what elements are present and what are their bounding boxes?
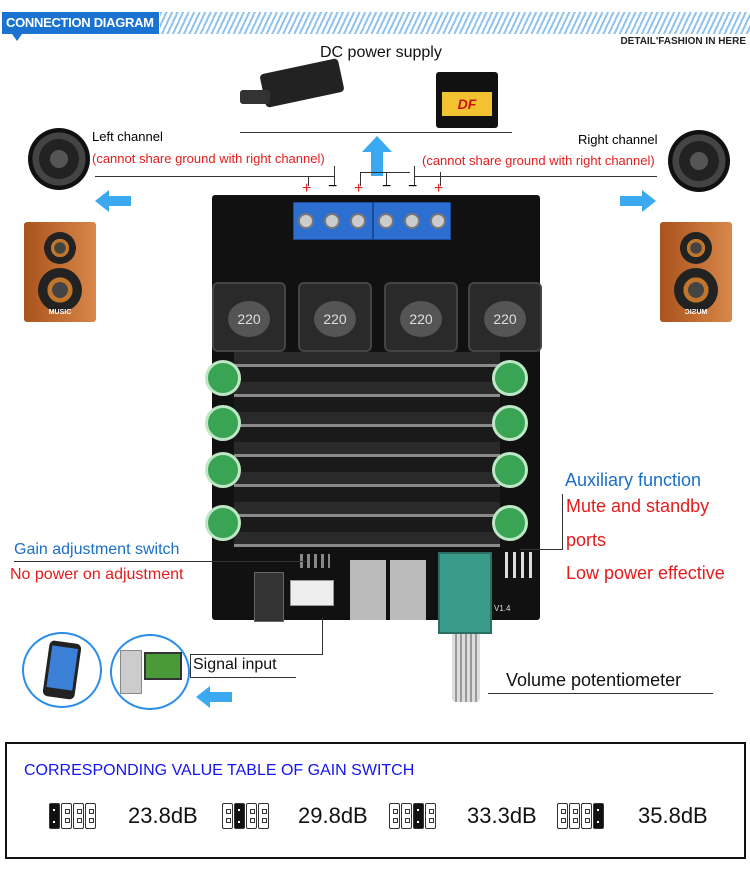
terminal-label: + (302, 180, 312, 197)
auxiliary-line1: Mute and standby (566, 496, 710, 516)
power-minus-wire (386, 172, 387, 186)
board-version: V1.4 (494, 604, 511, 613)
inductor: 220 (298, 282, 372, 352)
auxiliary-line (562, 494, 563, 550)
gain-switch-position-2-icon (222, 803, 269, 829)
terminal-label: − (382, 178, 392, 195)
left-channel-note: (cannot share ground with right channel) (92, 151, 325, 166)
auxiliary-title: Auxiliary function (565, 470, 702, 490)
signal-line-v (190, 654, 191, 678)
signal-line-b (190, 677, 296, 678)
volume-line (488, 693, 713, 694)
arrow-left-icon (95, 190, 131, 212)
header-stripes (160, 12, 750, 34)
gain-switch-header (300, 554, 330, 568)
right-channel-title: Right channel (578, 132, 658, 147)
gain-switch-position-4-icon (557, 803, 604, 829)
capacitor (205, 452, 241, 488)
gain-switch-position-3-icon (389, 803, 436, 829)
computer-source-image (110, 634, 190, 710)
mute-standby-header (505, 552, 537, 578)
right-terminal-block (373, 202, 451, 240)
inductor: 220 (212, 282, 286, 352)
right-minus-wire (414, 166, 415, 186)
inductor: 220 (384, 282, 458, 352)
power-plus-wire (360, 172, 361, 186)
auxiliary-pointer (520, 549, 563, 550)
right-channel-line (415, 176, 657, 177)
header-pointer (12, 34, 22, 41)
power-plug-image (240, 90, 270, 104)
gain-value: 35.8dB (638, 803, 708, 828)
inductor-label: 220 (484, 301, 526, 337)
gain-value: 33.3dB (467, 803, 537, 828)
gain-switch-note: No power on adjustment (10, 566, 184, 583)
capacitor (205, 360, 241, 396)
left-speaker-box: MUSIC (24, 222, 96, 322)
signal-connector (290, 580, 334, 606)
signal-line (190, 654, 323, 655)
capacitor (492, 405, 528, 441)
gain-value: 23.8dB (128, 803, 198, 828)
auxiliary-line3: Low power effective (566, 563, 725, 583)
film-capacitors (350, 560, 430, 620)
capacitor (492, 360, 528, 396)
terminal-label: + (434, 180, 444, 197)
audio-jack (254, 572, 284, 622)
right-speaker-box: MUSIC (660, 222, 732, 322)
terminal-label: − (328, 178, 338, 195)
left-terminal-block (293, 202, 373, 240)
volume-knob-shaft[interactable] (452, 634, 480, 702)
left-speaker-brand: MUSIC (48, 309, 72, 316)
gain-value: 29.8dB (298, 803, 368, 828)
capacitor (205, 505, 241, 541)
battery-logo: DF (442, 92, 492, 116)
signal-pointer-line (322, 618, 323, 654)
gain-switch-position-1-icon (49, 803, 96, 829)
arrow-up-icon (362, 136, 392, 176)
power-supply-label: DC power supply (320, 44, 442, 61)
section-header: CONNECTION DIAGRAM (2, 12, 159, 34)
power-line (240, 132, 512, 133)
inductor-label: 220 (400, 301, 442, 337)
right-speaker-brand: MUSIC (684, 309, 708, 316)
terminal-label: − (408, 178, 418, 195)
power-adapter-image (259, 58, 345, 108)
power-wire (360, 172, 410, 173)
right-channel-note: (cannot share ground with right channel) (422, 153, 655, 168)
left-minus-wire (334, 166, 335, 186)
left-plus-wire (308, 176, 309, 186)
inductor-label: 220 (314, 301, 356, 337)
capacitor (205, 405, 241, 441)
capacitor (492, 452, 528, 488)
signal-input-label: Signal input (193, 656, 277, 673)
inductor: 220 (468, 282, 542, 352)
left-channel-line (95, 176, 335, 177)
gain-switch-title: Gain adjustment switch (14, 541, 180, 558)
gain-pointer-line (14, 561, 306, 562)
inductor-label: 220 (228, 301, 270, 337)
left-speaker-image (28, 128, 90, 190)
right-speaker-image (668, 130, 730, 192)
terminal-label: + (354, 180, 364, 197)
gain-value-table (5, 742, 746, 859)
left-channel-title: Left channel (92, 129, 163, 144)
volume-potentiometer-body[interactable] (438, 552, 492, 634)
right-plus-wire (440, 172, 441, 186)
arrow-left-icon (196, 686, 232, 708)
volume-label: Volume potentiometer (506, 670, 682, 690)
heatsink (234, 352, 500, 547)
capacitor (492, 505, 528, 541)
arrow-right-icon (620, 190, 656, 212)
phone-source-image (22, 632, 102, 708)
battery-image: DF (436, 72, 498, 128)
tagline: DETAIL'FASHION IN HERE (620, 36, 746, 47)
auxiliary-line2: ports (566, 530, 607, 550)
gain-table-title: CORRESPONDING VALUE TABLE OF GAIN SWITCH (24, 762, 415, 779)
